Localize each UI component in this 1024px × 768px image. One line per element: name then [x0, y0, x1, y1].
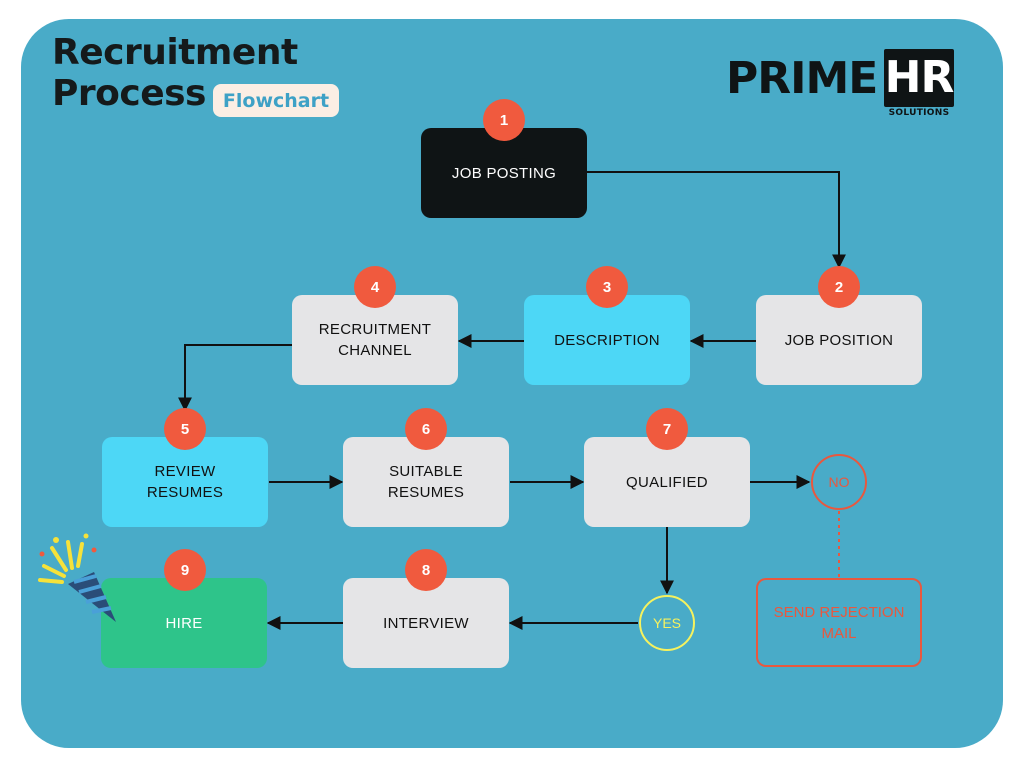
step-label: REVIEW RESUMES	[146, 463, 224, 501]
decision-no: NO	[811, 454, 867, 510]
logo-prime-text: PRIME	[726, 53, 878, 104]
step-number-3: 3	[586, 266, 628, 308]
step-box-qualified: QUALIFIED	[584, 437, 750, 527]
step-number-2: 2	[818, 266, 860, 308]
rejection-mail-box: SEND REJECTION MAIL	[756, 578, 922, 667]
step-label: JOB POSITION	[784, 331, 894, 349]
title-line-1: Recruitment	[52, 32, 298, 73]
step-box-recruitment-channel: RECRUITMENT CHANNEL	[292, 295, 458, 385]
step-label: DESCRIPTION	[554, 331, 660, 349]
step-label: HIRE	[165, 614, 203, 632]
decision-yes: YES	[639, 595, 695, 651]
step-box-review-resumes: REVIEW RESUMES	[102, 437, 268, 527]
step-number-7: 7	[646, 408, 688, 450]
title-line-2: Process	[52, 73, 206, 114]
step-number-5: 5	[164, 408, 206, 450]
step-number-4: 4	[354, 266, 396, 308]
step-label: INTERVIEW	[383, 614, 469, 632]
logo-subtitle: SOLUTIONS	[888, 108, 950, 118]
step-box-interview: INTERVIEW	[343, 578, 509, 668]
step-box-job-position: JOB POSITION	[756, 295, 922, 385]
step-label: SUITABLE RESUMES	[387, 463, 465, 501]
step-box-suitable-resumes: SUITABLE RESUMES	[343, 437, 509, 527]
confetti-burst	[38, 540, 84, 584]
rejection-label: SEND REJECTION MAIL	[773, 603, 905, 642]
page-title: Recruitment Process	[52, 32, 298, 114]
step-box-job-posting: JOB POSTING	[421, 128, 587, 218]
step-number-8: 8	[405, 549, 447, 591]
step-label: JOB POSTING	[451, 164, 557, 182]
step-number-6: 6	[405, 408, 447, 450]
logo-hr-text: HR	[884, 49, 954, 107]
step-number-9: 9	[164, 549, 206, 591]
step-label: RECRUITMENT CHANNEL	[318, 321, 432, 359]
flowchart-badge: Flowchart	[213, 84, 339, 117]
step-box-description: DESCRIPTION	[524, 295, 690, 385]
party-popper-icon	[38, 533, 116, 622]
party-popper-cone	[68, 572, 116, 622]
step-number-1: 1	[483, 99, 525, 141]
step-box-hire: HIRE	[101, 578, 267, 668]
step-label: QUALIFIED	[626, 473, 708, 491]
